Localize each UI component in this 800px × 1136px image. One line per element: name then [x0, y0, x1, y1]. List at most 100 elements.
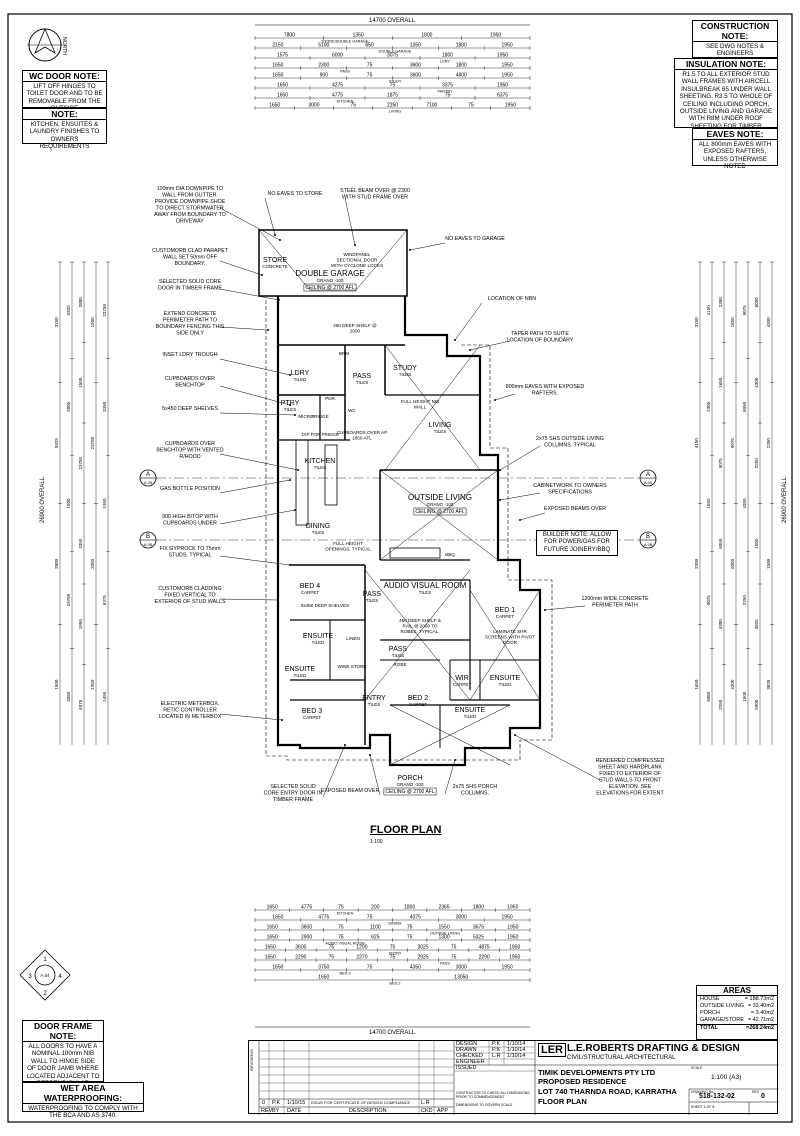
dim-value: 75 — [367, 73, 373, 79]
dim-value: 1800 — [421, 33, 432, 39]
room-finish: TILES — [368, 702, 381, 707]
room-name: DOUBLE GARAGE — [295, 269, 364, 278]
callout-text: WITH STUD FRAME OVER — [342, 195, 408, 201]
room-name: BED 3 — [302, 708, 322, 715]
dim-value: 1800 — [442, 53, 453, 59]
building-outline — [258, 229, 553, 767]
inside-label: ROBES. TYPICAL. — [401, 629, 440, 634]
dim-value: 2300 — [694, 558, 699, 569]
callout-text: SHEET AND HARDPLANK — [598, 765, 662, 771]
dim-value: 1800 — [404, 905, 415, 911]
bottom-overall-dim: 14700 OVERALL — [369, 1030, 416, 1036]
dim-value: 4150 — [694, 438, 699, 449]
firm-logo: LER — [538, 1043, 566, 1057]
callout-text: RETIC CONTROLLER — [163, 708, 217, 714]
dim-caption: OUTSIDE LIVING — [430, 932, 460, 936]
room-finish: TILES — [356, 380, 369, 385]
dim-value: 3150 — [54, 317, 59, 328]
room-name: ENSUITE — [490, 675, 521, 682]
inside-label: SCREENS WITH PIVOT — [485, 635, 535, 640]
client-name: TIMIK DEVELOPMENTS PTY LTD — [538, 1068, 656, 1077]
callout-text: CUPBOARDS UNDER — [163, 521, 217, 527]
svg-text:A.04: A.04 — [40, 973, 50, 978]
dim-value: 75 — [445, 93, 451, 99]
dim-value: 75 — [468, 103, 474, 109]
dim-value: 13050 — [454, 975, 468, 981]
dim-value: 1500 — [66, 498, 71, 509]
firm-name: L.E.ROBERTS DRAFTING & DESIGN — [567, 1043, 740, 1054]
callout-text: EXPOSED BEAM OVER — [321, 788, 380, 794]
room-name: PASS — [353, 373, 371, 380]
callout-text: R/HOOD — [179, 454, 200, 460]
callout-text: NO EAVES TO STORE — [268, 191, 323, 197]
callout-text: INSET LDRY TROUGH — [162, 352, 217, 358]
dim-value: 4300 — [766, 317, 771, 328]
areas-table: AREAS HOUSE= 188.73m2 OUTSIDE LIVING= 33… — [696, 985, 778, 1040]
dim-value: 4300 — [742, 498, 747, 509]
inside-label: LAMINATE SHR — [493, 629, 527, 634]
callout-text: FIXED TO EXTERIOR OF — [599, 771, 661, 777]
dim-value: 9075 — [706, 595, 711, 606]
dim-value: 2300 — [706, 401, 711, 412]
dim-value: 75 — [350, 103, 356, 109]
dim-value: 9075 — [718, 458, 723, 469]
room-name: LDRY — [291, 370, 310, 377]
dim-value: 3350 — [66, 691, 71, 702]
dim-value: 75 — [338, 925, 344, 931]
callout-text: ELEVATIONS FOR EXTENT — [596, 791, 664, 797]
dim-value: 4350 — [410, 965, 421, 971]
dim-value: 1100 — [370, 925, 381, 931]
dim-value: 75 — [390, 83, 396, 89]
dim-caption: BED 2 — [390, 982, 401, 986]
dim-value: 4775 — [301, 905, 312, 911]
dim-value: 1800 — [456, 63, 467, 69]
room-name: PASS — [363, 591, 381, 598]
inside-label: CUPBOARDS OVER AP — [337, 430, 388, 435]
dim-value: 4300 — [730, 679, 735, 690]
callout-text: CUPBOARDS OVER — [165, 441, 215, 447]
svg-text:A.06: A.06 — [644, 542, 653, 547]
callout-text: TAPER PATH TO SUITE — [511, 331, 569, 337]
inside-label: WINDPANEL — [344, 252, 371, 257]
dim-value: 75 — [338, 905, 344, 911]
room-finish: TILES — [366, 598, 379, 603]
dim-value: 2250 — [742, 595, 747, 606]
dim-value: 75 — [390, 945, 396, 951]
callout-text: LOCATION OF BOUNDARY — [507, 338, 574, 344]
dim-value: 4775 — [318, 915, 329, 921]
dim-value: 1950 — [502, 965, 513, 971]
dim-value: 1500 — [742, 691, 747, 702]
ceiling-box — [413, 507, 467, 516]
room-name: PASS — [389, 646, 407, 653]
dim-value: 4875 — [479, 945, 490, 951]
wet-area-note: WET AREA WATERPROOFING: WATERPROOFING TO… — [22, 1082, 144, 1119]
callout-text: EXTERIOR OF STUD WALLS — [154, 599, 225, 605]
callout-text: FIXED VERTICAL TO — [164, 593, 215, 599]
dim-value: 3000 — [456, 915, 467, 921]
dim-value: 75 — [329, 955, 335, 961]
room-finish: TILED — [499, 682, 513, 687]
room-ceiling: CEILING @ 2700 AFL — [415, 509, 464, 515]
dim-value: 3375 — [442, 83, 453, 89]
eaves-note: EAVES NOTE: ALL 800mm EAVES WITH EXPOSED… — [692, 128, 778, 170]
area-row: OUTSIDE LIVING= 33.40m2 — [700, 1003, 774, 1009]
dim-value: 23750 — [102, 304, 107, 317]
sheet-border — [7, 13, 793, 1123]
dim-value: 3000 — [308, 103, 319, 109]
dim-value: 1950 — [509, 955, 520, 961]
dim-value: 1650 — [272, 63, 283, 69]
dim-value: 3000 — [456, 965, 467, 971]
dim-value: 3075 — [387, 53, 398, 59]
svg-text:2: 2 — [43, 991, 47, 997]
dim-value: 9075 — [742, 305, 747, 316]
dim-value: 1500 — [90, 317, 95, 328]
dim-value: 75 — [367, 63, 373, 69]
dim-value: 1500 — [766, 558, 771, 569]
dim-value: 1650 — [272, 915, 283, 921]
callout-text: SELECTED SOLID — [270, 784, 316, 790]
room-name: PTRY — [281, 400, 300, 407]
room-name: ENSUITE — [303, 633, 334, 640]
dim-value: 2290 — [479, 955, 490, 961]
